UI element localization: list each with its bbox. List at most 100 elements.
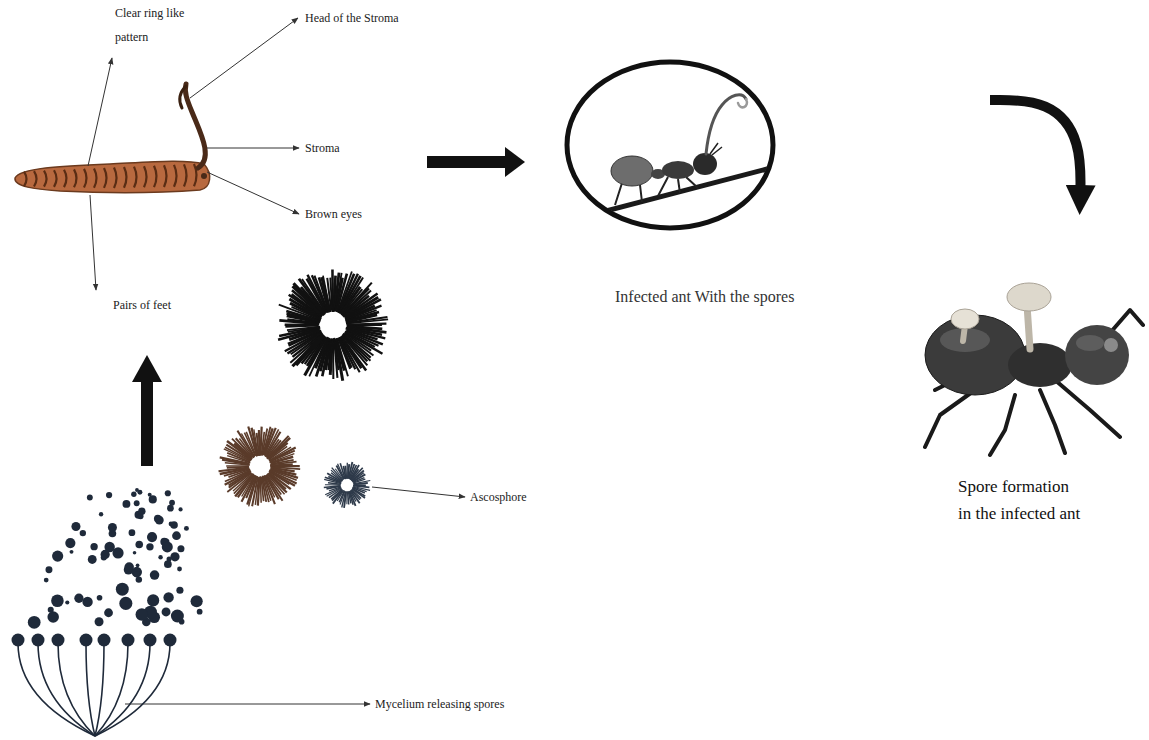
spore-dot	[170, 552, 179, 561]
art-rect	[427, 156, 507, 168]
hypha	[86, 643, 95, 736]
spore-dot	[82, 597, 92, 607]
part-label: Clear ring like pattern	[115, 1, 195, 49]
ring-stripe	[154, 166, 157, 187]
gill-line	[354, 483, 368, 484]
spore-tip	[144, 634, 157, 647]
spore-dot	[112, 547, 123, 558]
spore-dot	[65, 600, 69, 604]
art-path	[185, 84, 205, 168]
ring-pattern	[24, 164, 197, 188]
spore-dot	[184, 526, 189, 531]
spore-dot	[122, 500, 130, 508]
spore-dot	[71, 522, 80, 531]
art-ellipse	[1065, 325, 1129, 385]
gill-line	[270, 462, 296, 465]
art-path	[1027, 305, 1030, 349]
hypha	[95, 643, 150, 736]
art-line	[372, 487, 465, 497]
spore-dot	[135, 541, 143, 549]
hypha	[58, 643, 95, 736]
spore-dot	[176, 587, 183, 594]
gill-line	[348, 491, 349, 504]
part-label: Brown eyes	[305, 207, 362, 221]
spore-dot	[134, 500, 140, 506]
spore-dot	[47, 611, 58, 622]
gill-line	[346, 324, 386, 325]
art-line	[207, 148, 299, 149]
art-ellipse	[1008, 343, 1072, 387]
spore-tip	[80, 634, 93, 647]
gill-line	[353, 481, 370, 484]
part-label: Pairs of feet	[113, 298, 171, 312]
art-line	[207, 172, 299, 214]
hypha	[18, 643, 95, 736]
spore-dot	[118, 585, 122, 589]
spore-dot	[191, 595, 203, 607]
gill-line	[334, 338, 337, 378]
art-ellipse	[693, 153, 717, 175]
part-label: Mycelium releasing spores	[375, 697, 504, 711]
flow-arrows	[132, 147, 525, 466]
ascospore-prints	[219, 269, 389, 507]
spore-dot	[138, 508, 145, 515]
spore-dot	[169, 500, 175, 506]
spore-dot	[116, 583, 129, 596]
spore-dot	[48, 607, 54, 613]
art-rect	[141, 380, 153, 466]
leader-lines	[88, 18, 465, 704]
art-path	[925, 310, 1143, 455]
spore-dot	[177, 545, 184, 552]
spore-tip	[12, 634, 25, 647]
spore-dot	[129, 529, 136, 536]
spore-dot	[97, 595, 103, 601]
spore-dot	[87, 495, 93, 501]
spore-dot	[124, 562, 134, 572]
spore-dot	[74, 594, 83, 603]
ring-stripe	[74, 169, 77, 187]
spore-print	[278, 269, 388, 380]
spore-dot	[134, 571, 140, 577]
spore-dot	[136, 608, 148, 620]
spore-dot	[177, 567, 182, 572]
art-path	[15, 161, 210, 193]
gill-line	[340, 463, 345, 479]
spore-dot	[44, 578, 49, 583]
gill-line	[324, 486, 340, 488]
spore-dot	[147, 594, 159, 606]
spore-dot	[28, 616, 41, 629]
spore-dot	[52, 550, 63, 561]
gill-line	[345, 466, 346, 479]
flow-arrow	[990, 100, 1081, 203]
art-ellipse	[1007, 283, 1051, 311]
ring-stripe	[184, 164, 187, 186]
spore-dot	[137, 490, 142, 495]
ring-stripe	[54, 170, 57, 187]
spore-dot	[101, 554, 107, 560]
spore-dot	[162, 541, 173, 552]
art-path	[738, 99, 747, 107]
spore-dot	[104, 608, 113, 617]
spore-tip	[98, 634, 111, 647]
ring-stripe	[64, 170, 67, 187]
art-path	[706, 95, 746, 154]
spore-dot	[149, 495, 157, 503]
art-circle	[201, 173, 207, 179]
art-ellipse	[662, 161, 694, 179]
art-polygon	[505, 147, 525, 177]
gill-line	[227, 467, 249, 468]
spore-dot	[80, 530, 86, 536]
art-ellipse	[951, 309, 979, 329]
print-center	[323, 315, 344, 336]
spore-dot	[136, 576, 142, 582]
spore-dot	[119, 597, 132, 610]
ring-stripe	[124, 167, 127, 188]
ring-stripe	[144, 166, 147, 187]
spore-dot	[136, 563, 140, 567]
spore-dot	[162, 607, 171, 616]
spore-dot	[170, 521, 178, 529]
print-center	[252, 458, 268, 474]
spore-dot	[172, 531, 181, 540]
hypha	[38, 643, 95, 736]
